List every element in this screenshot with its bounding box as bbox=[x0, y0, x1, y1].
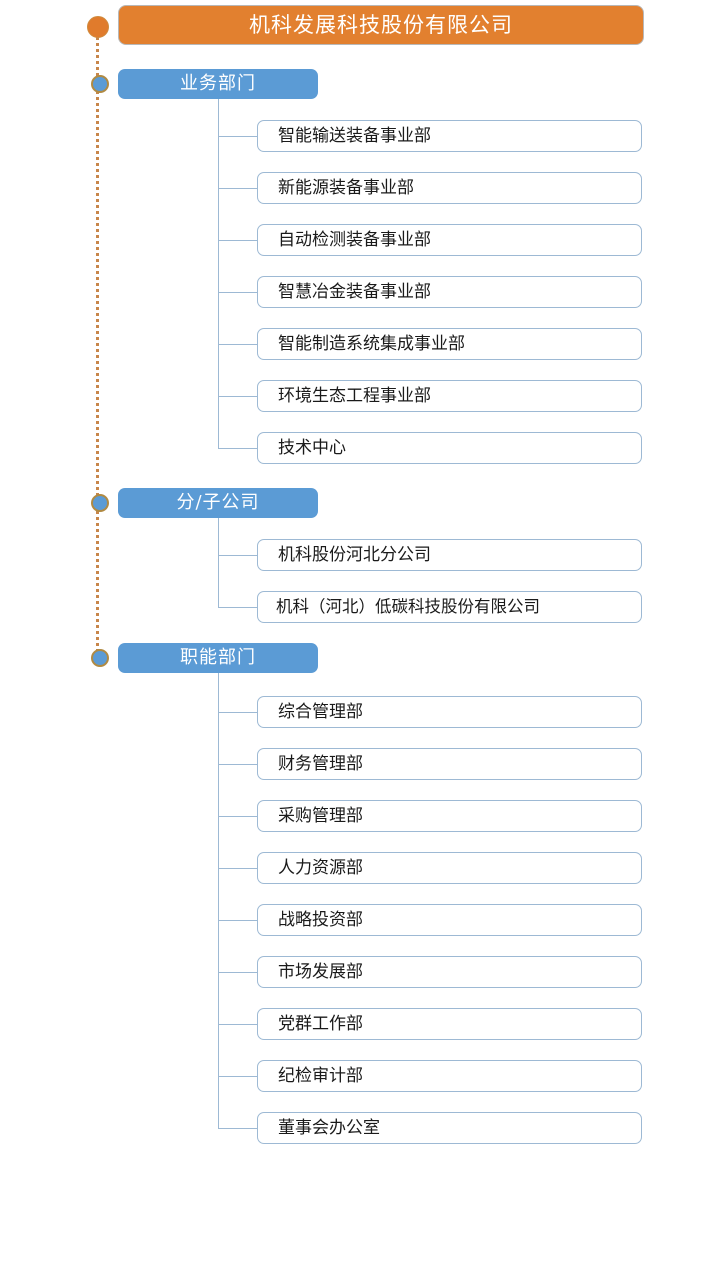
org-item-box[interactable]: 纪检审计部 bbox=[257, 1060, 642, 1092]
item-branch-connector bbox=[218, 1024, 257, 1025]
item-branch-connector bbox=[218, 607, 257, 608]
item-branch-connector bbox=[218, 712, 257, 713]
org-item-box[interactable]: 智慧冶金装备事业部 bbox=[257, 276, 642, 308]
item-branch-connector bbox=[218, 396, 257, 397]
org-item-box[interactable]: 机科股份河北分公司 bbox=[257, 539, 642, 571]
section-header-3[interactable]: 职能部门 bbox=[118, 643, 318, 673]
section-header-1[interactable]: 业务部门 bbox=[118, 69, 318, 99]
org-item-box[interactable]: 战略投资部 bbox=[257, 904, 642, 936]
org-item-box[interactable]: 环境生态工程事业部 bbox=[257, 380, 642, 412]
section-node-dot-icon bbox=[91, 494, 109, 512]
org-item-box[interactable]: 新能源装备事业部 bbox=[257, 172, 642, 204]
section-trunk-connector bbox=[218, 99, 219, 448]
item-branch-connector bbox=[218, 764, 257, 765]
item-branch-connector bbox=[218, 240, 257, 241]
item-branch-connector bbox=[218, 136, 257, 137]
org-item-box[interactable]: 技术中心 bbox=[257, 432, 642, 464]
company-title-bar: 机科发展科技股份有限公司 bbox=[118, 5, 644, 45]
section-node-dot-icon bbox=[91, 649, 109, 667]
section-trunk-connector bbox=[218, 518, 219, 607]
item-branch-connector bbox=[218, 188, 257, 189]
item-branch-connector bbox=[218, 1128, 257, 1129]
org-item-box[interactable]: 综合管理部 bbox=[257, 696, 642, 728]
org-item-box[interactable]: 市场发展部 bbox=[257, 956, 642, 988]
item-branch-connector bbox=[218, 1076, 257, 1077]
org-item-box[interactable]: 采购管理部 bbox=[257, 800, 642, 832]
dotted-spine-connector bbox=[96, 26, 99, 658]
org-item-box[interactable]: 自动检测装备事业部 bbox=[257, 224, 642, 256]
root-node-dot-icon bbox=[87, 16, 109, 38]
item-branch-connector bbox=[218, 816, 257, 817]
item-branch-connector bbox=[218, 868, 257, 869]
org-item-box[interactable]: 智能制造系统集成事业部 bbox=[257, 328, 642, 360]
org-item-box[interactable]: 智能输送装备事业部 bbox=[257, 120, 642, 152]
item-branch-connector bbox=[218, 972, 257, 973]
item-branch-connector bbox=[218, 292, 257, 293]
org-item-box[interactable]: 财务管理部 bbox=[257, 748, 642, 780]
item-branch-connector bbox=[218, 920, 257, 921]
org-item-box[interactable]: 机科（河北）低碳科技股份有限公司 bbox=[257, 591, 642, 623]
item-branch-connector bbox=[218, 344, 257, 345]
org-item-box[interactable]: 董事会办公室 bbox=[257, 1112, 642, 1144]
org-item-box[interactable]: 党群工作部 bbox=[257, 1008, 642, 1040]
item-branch-connector bbox=[218, 555, 257, 556]
section-trunk-connector bbox=[218, 673, 219, 1128]
section-node-dot-icon bbox=[91, 75, 109, 93]
item-branch-connector bbox=[218, 448, 257, 449]
org-item-box[interactable]: 人力资源部 bbox=[257, 852, 642, 884]
section-header-2[interactable]: 分/子公司 bbox=[118, 488, 318, 518]
